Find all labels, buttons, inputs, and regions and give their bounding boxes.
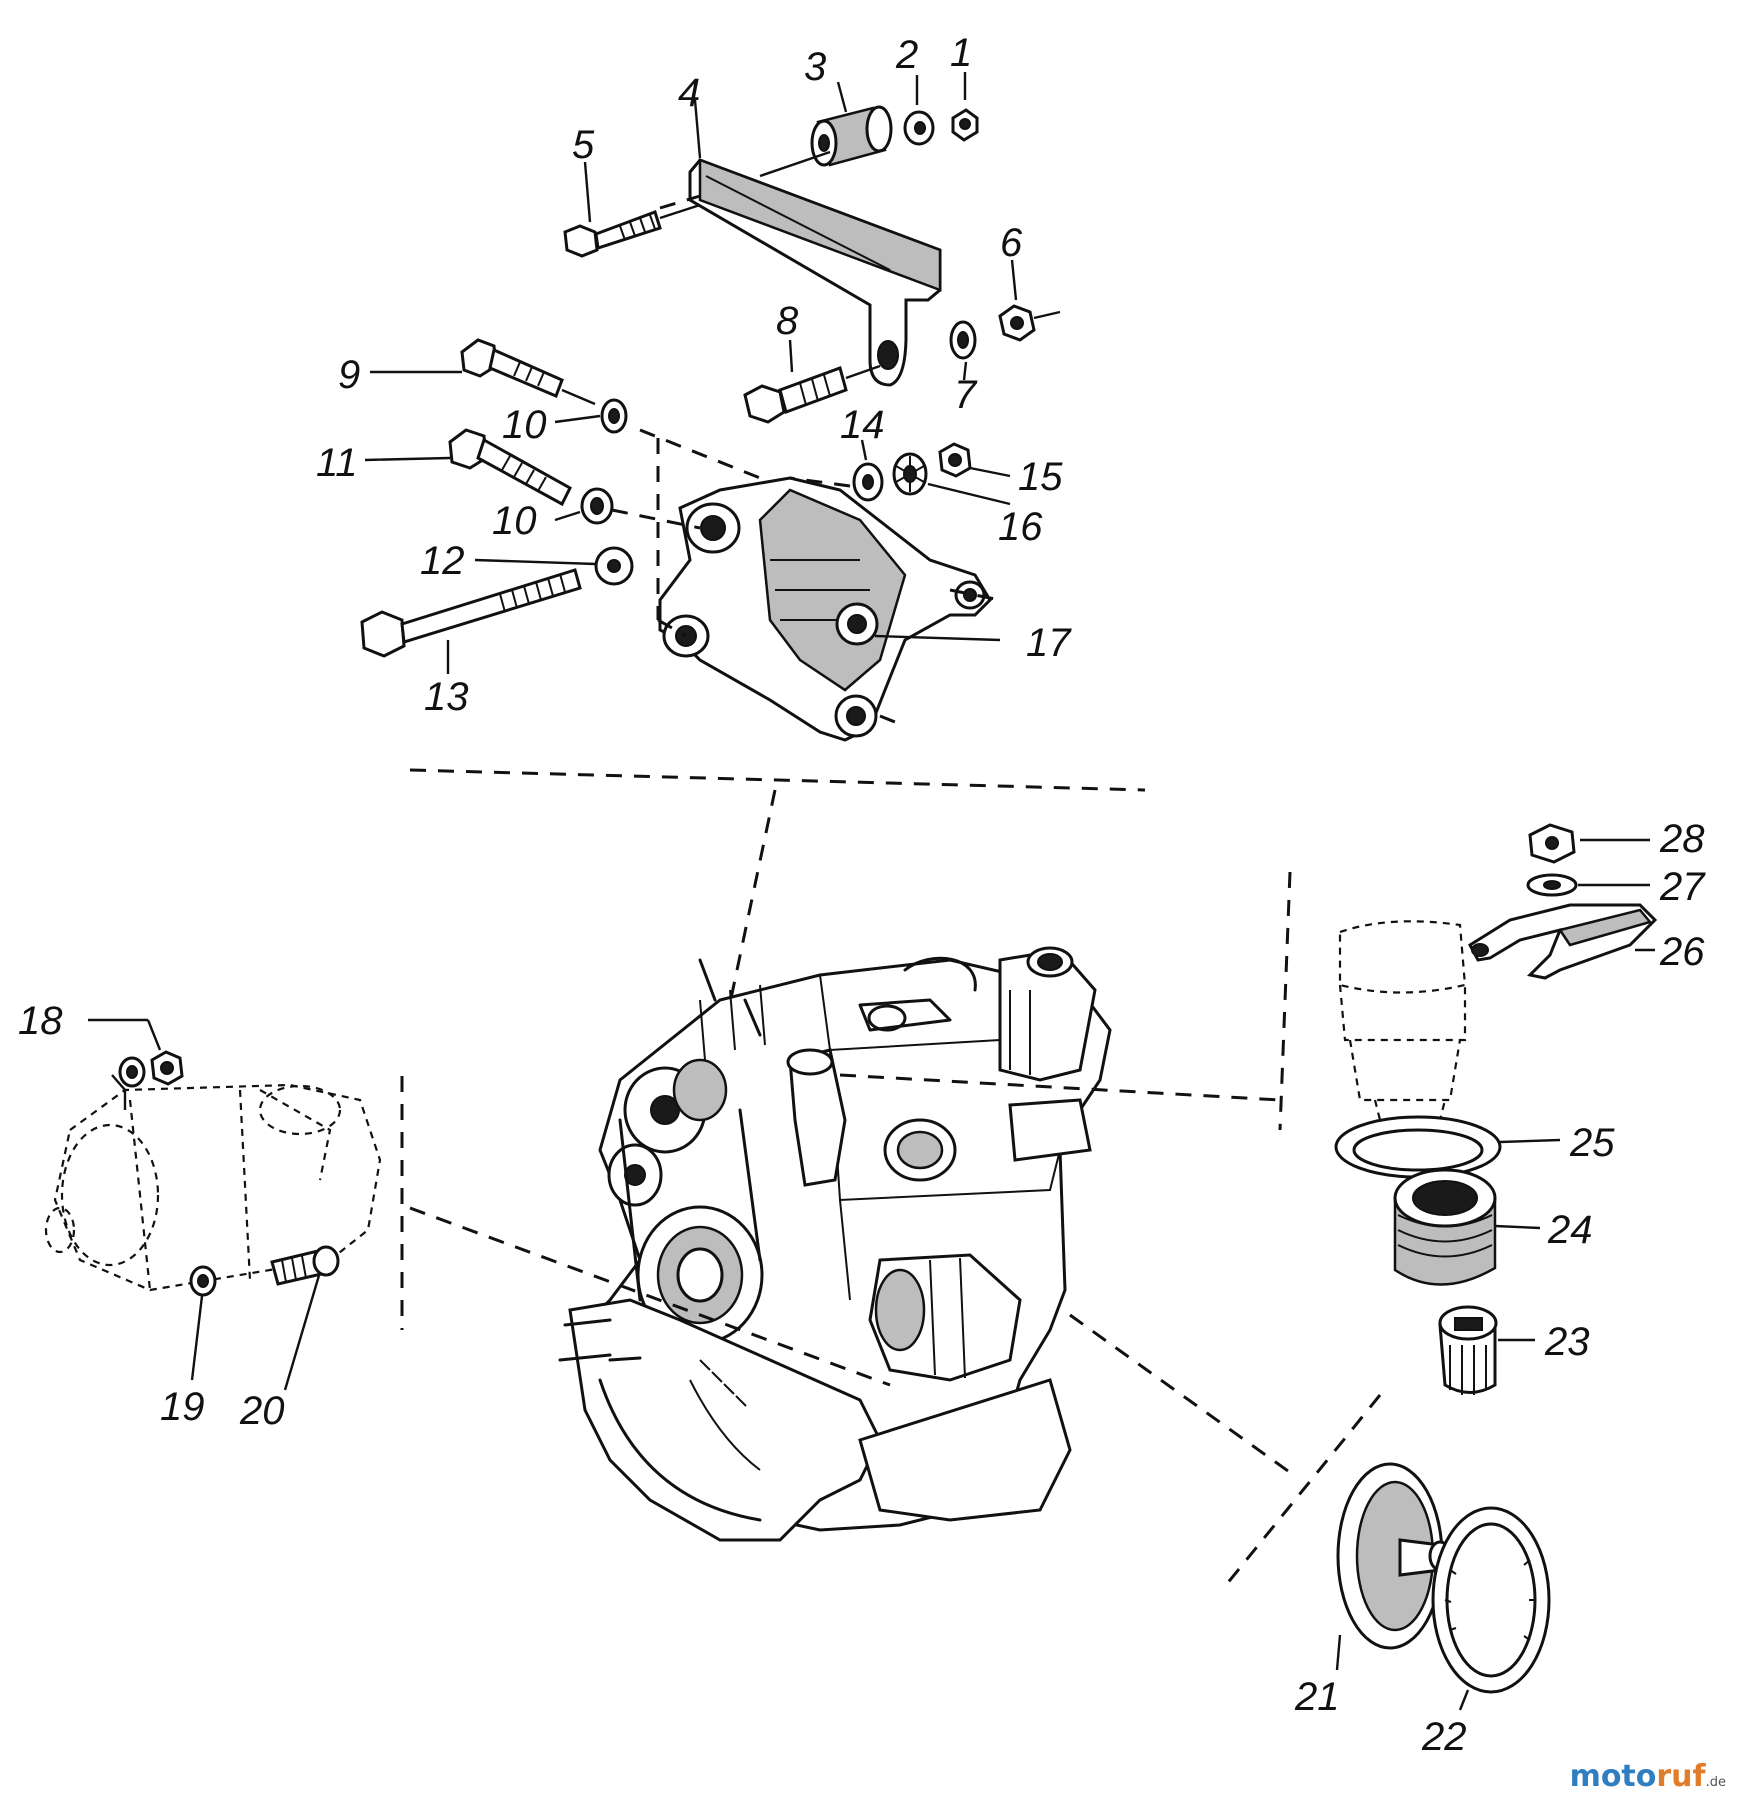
callout-8: 8 — [776, 299, 799, 343]
callout-22: 22 — [1421, 1715, 1467, 1759]
callout-numbers: 1 2 3 4 5 6 7 8 9 10 11 10 12 13 14 15 1… — [18, 31, 1706, 1759]
callout-25: 25 — [1569, 1121, 1615, 1165]
motoruf-watermark: motoruf.de — [1570, 1759, 1726, 1794]
callout-12: 12 — [420, 539, 465, 583]
part-8-bolt[interactable] — [743, 364, 881, 424]
watermark-part1: moto — [1569, 1759, 1657, 1794]
part-26-fork-clamp[interactable] — [1468, 903, 1658, 980]
part-22-seal-ring[interactable] — [1431, 1506, 1551, 1694]
part-25-gasket[interactable] — [1334, 1115, 1502, 1179]
callout-24: 24 — [1547, 1208, 1593, 1252]
engine-block[interactable] — [558, 946, 1112, 1542]
part-14-washer[interactable] — [852, 462, 884, 502]
part-7-lock-washer[interactable] — [949, 320, 977, 360]
part-27-washer[interactable] — [1526, 873, 1578, 897]
part-3-spacer-sleeve[interactable] — [810, 105, 893, 167]
part-16-star-washer[interactable] — [892, 452, 928, 496]
part-9-bolt[interactable] — [460, 338, 596, 406]
part-1-nut[interactable] — [951, 108, 979, 142]
part-17-mounting-bracket[interactable] — [658, 476, 992, 742]
callout-20: 20 — [239, 1389, 285, 1433]
callout-15: 15 — [1018, 455, 1063, 499]
callout-27: 27 — [1659, 865, 1706, 909]
part-2-washer[interactable] — [903, 110, 935, 146]
starter-motor-outline — [44, 1083, 382, 1292]
callout-5: 5 — [572, 123, 595, 167]
callout-19: 19 — [160, 1385, 205, 1429]
callout-21: 21 — [1294, 1675, 1340, 1719]
callout-13: 13 — [424, 675, 469, 719]
callout-4: 4 — [678, 71, 700, 115]
callout-2: 2 — [895, 33, 918, 77]
alternator-mount-assembly — [360, 105, 1146, 1061]
part-11-bolt[interactable] — [448, 428, 572, 507]
part-10-washer-upper[interactable] — [600, 398, 628, 434]
callout-16: 16 — [998, 505, 1043, 549]
callout-9: 9 — [338, 353, 360, 397]
part-10-washer-lower[interactable] — [580, 487, 614, 525]
watermark-suffix: .de — [1705, 1775, 1726, 1790]
callout-28: 28 — [1659, 817, 1705, 861]
callout-leaders — [88, 72, 1655, 1711]
alignment-lines-engine — [400, 871, 1382, 1591]
part-15-nut[interactable] — [938, 442, 972, 478]
callout-1: 1 — [950, 31, 972, 75]
part-5-bolt[interactable] — [563, 203, 701, 258]
part-6-nut[interactable] — [998, 304, 1061, 342]
callout-10-lower: 10 — [492, 499, 537, 543]
callout-23: 23 — [1544, 1320, 1590, 1364]
callout-18: 18 — [18, 999, 63, 1043]
part-12-washer[interactable] — [594, 546, 634, 586]
callout-11: 11 — [316, 441, 358, 485]
part-21-thermostat-disc[interactable] — [1336, 1462, 1452, 1650]
callout-3: 3 — [804, 45, 826, 89]
part-19-washer[interactable] — [189, 1265, 217, 1297]
part-24-threaded-ring[interactable] — [1393, 1168, 1497, 1286]
callout-26: 26 — [1659, 930, 1705, 974]
part-13-long-bolt[interactable] — [360, 568, 582, 658]
part-23-thermostat-insert[interactable] — [1438, 1305, 1498, 1395]
part-4-tensioner-arm[interactable] — [688, 150, 942, 387]
callout-14: 14 — [840, 403, 885, 447]
callout-17: 17 — [1026, 621, 1072, 665]
hose-outline — [1338, 920, 1467, 1135]
part-20-screw[interactable] — [270, 1245, 340, 1286]
watermark-part2: ruf — [1656, 1759, 1706, 1794]
callout-6: 6 — [1000, 221, 1023, 265]
part-18-nut-and-washer[interactable] — [111, 1050, 184, 1110]
callout-10-upper: 10 — [502, 403, 547, 447]
callout-7: 7 — [954, 373, 978, 417]
part-28-nut[interactable] — [1528, 823, 1576, 864]
